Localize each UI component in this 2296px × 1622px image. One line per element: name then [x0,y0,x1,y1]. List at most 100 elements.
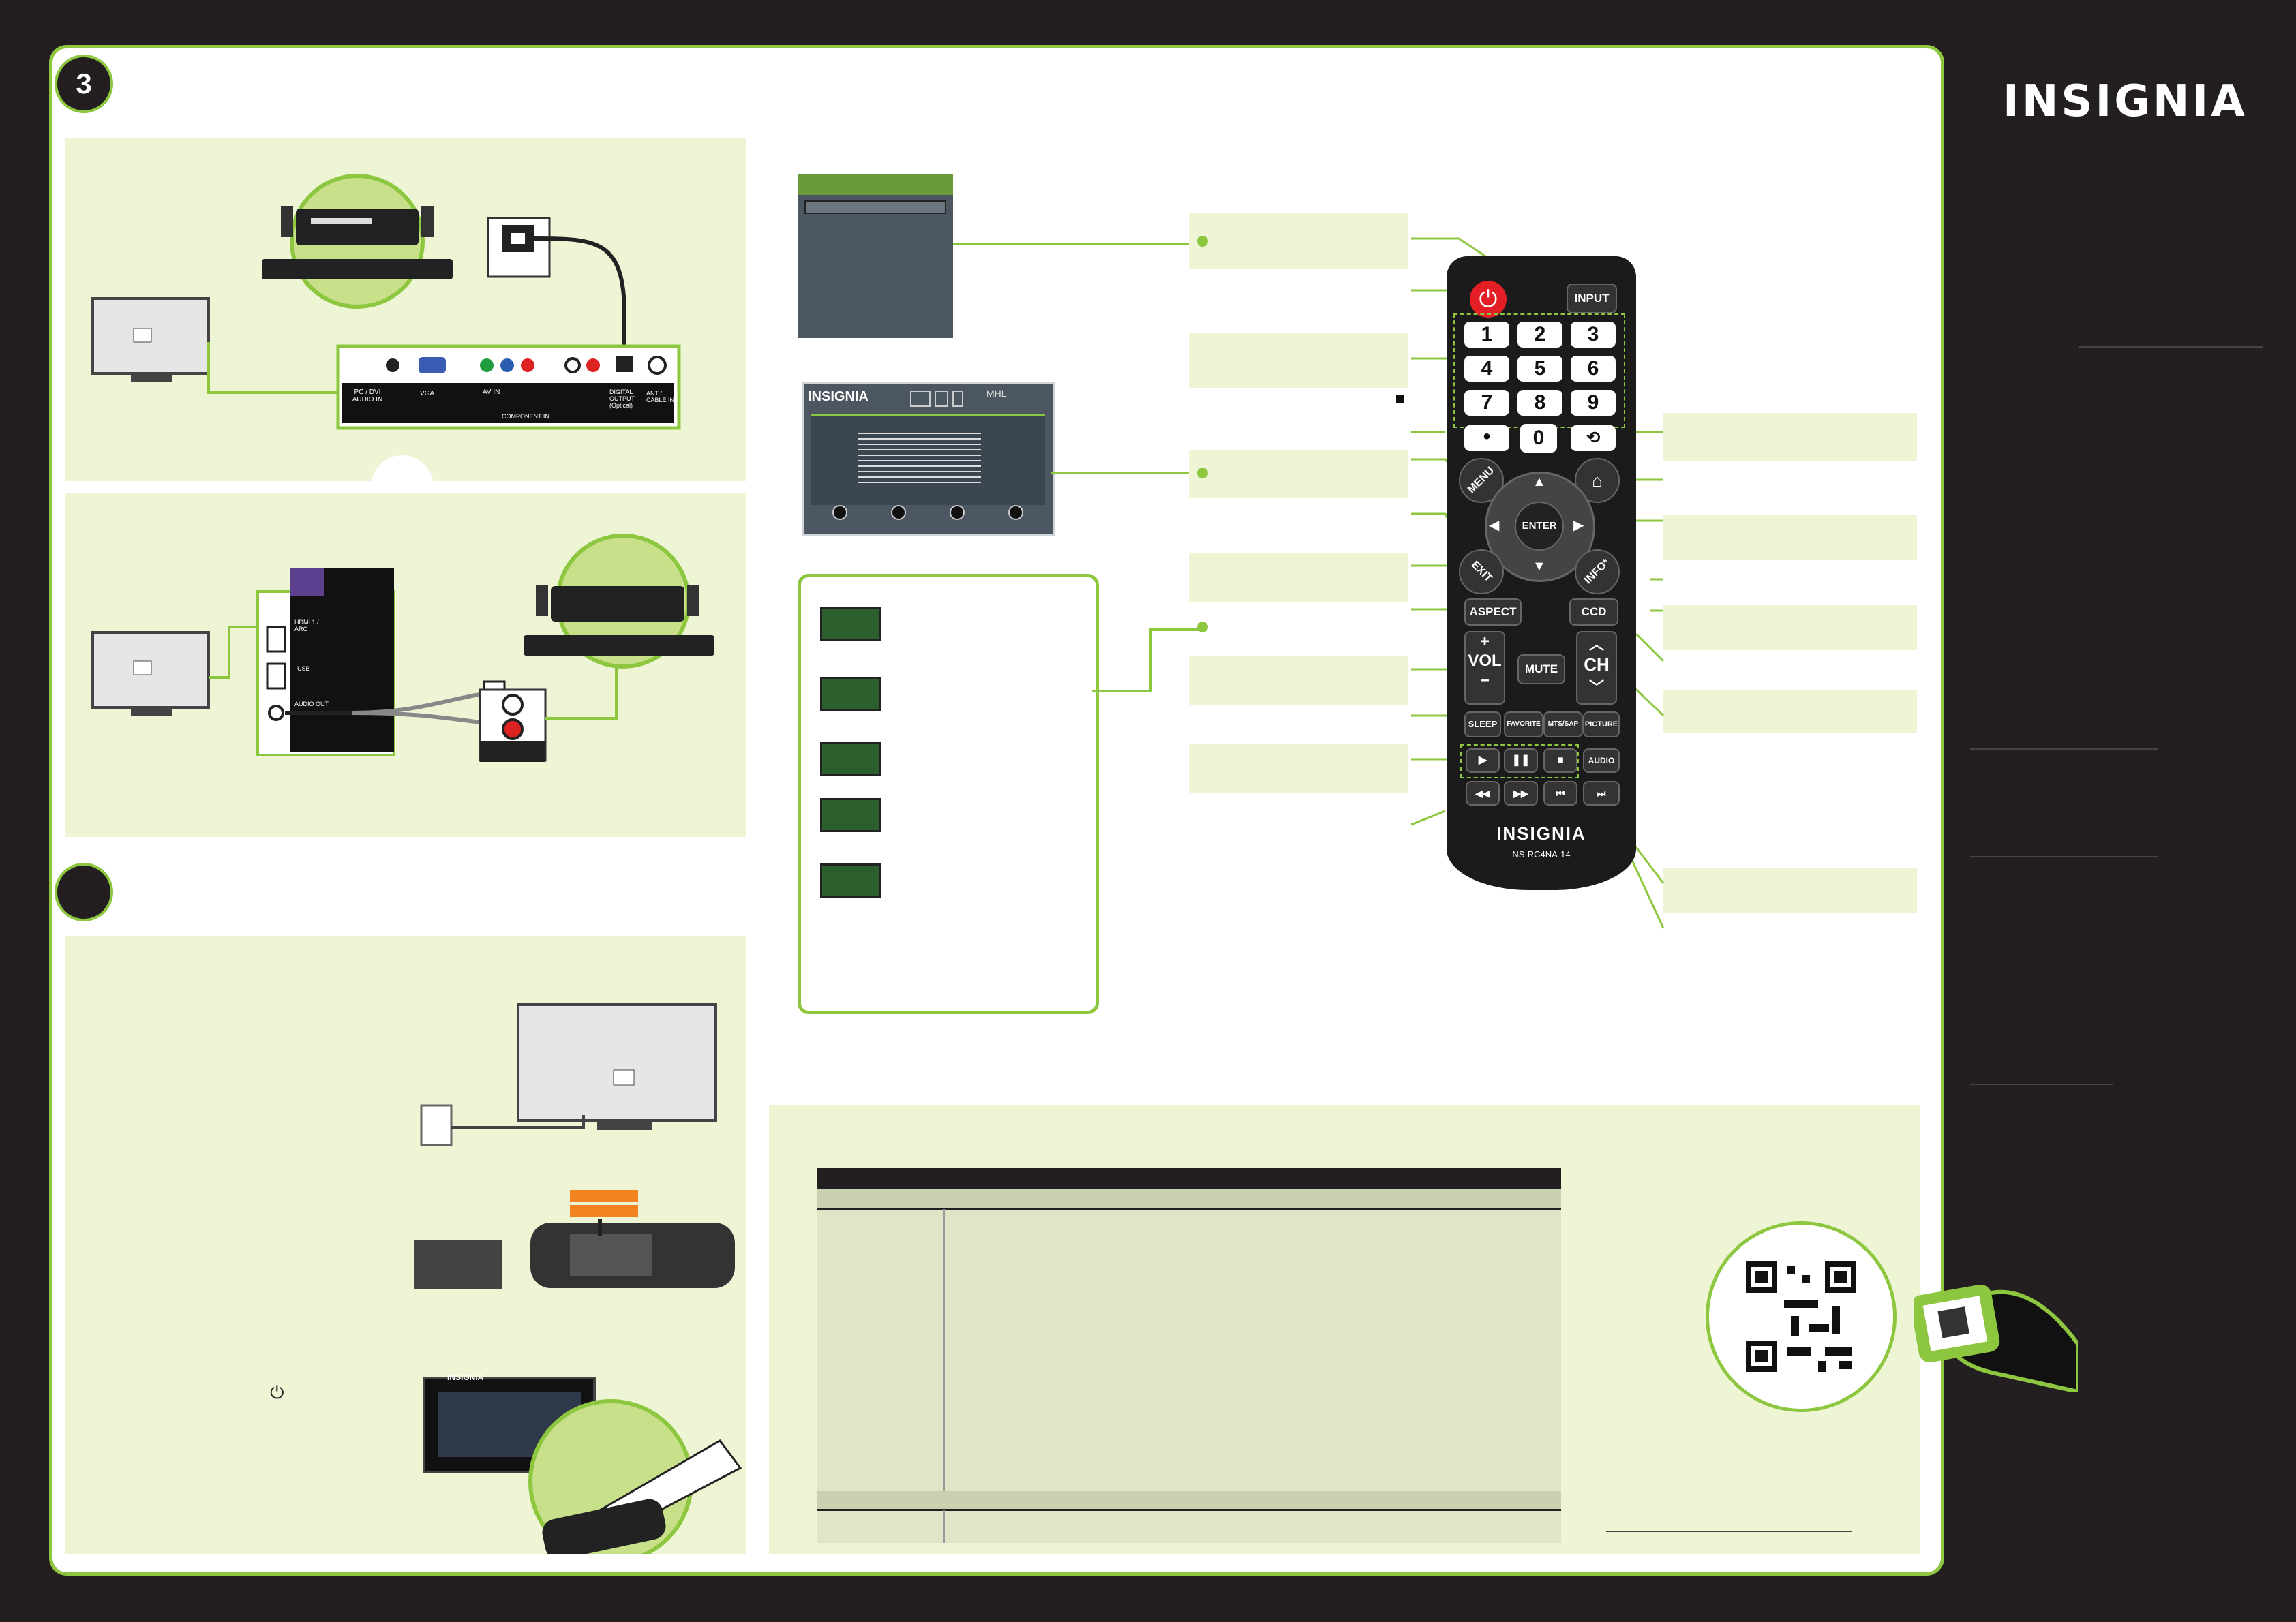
connector-line [953,243,1198,245]
mhl-label: MHL [986,388,1007,399]
digit-4-button[interactable]: 4 [1464,356,1509,382]
callout-exit [1189,553,1408,602]
callout-audio [1663,868,1917,913]
dpad [1485,472,1595,582]
fast-forward-button[interactable]: ▶▶ [1504,781,1538,806]
digit-5-button[interactable]: 5 [1517,356,1562,382]
callout-recall [1663,413,1917,461]
tv-osd-logo: INSIGNIA [447,1373,484,1382]
next-track-button[interactable]: ⏭ [1583,781,1620,806]
rule [1970,856,2158,857]
callout-info [1663,515,1917,560]
stop-button[interactable]: ■ [1543,748,1577,773]
input-button[interactable]: INPUT [1567,284,1617,313]
panel-optical: PC / DVI AUDIO IN VGA AV IN DIGITAL OUTP… [65,138,746,481]
component-label: COMPONENT IN [502,413,549,420]
enter-button[interactable]: ENTER [1515,502,1564,551]
callout-menu [1189,450,1408,498]
volume-down[interactable]: – [1480,671,1490,689]
playback-outline [1460,744,1579,778]
callout-playback [1189,744,1408,793]
osd-logo: INSIGNIA [808,389,868,404]
ccd-button[interactable]: CCD [1569,598,1618,626]
power-button[interactable]: ⏻ [1470,281,1507,318]
right-arrow-button[interactable]: ▶ [1573,518,1584,533]
qr-circle [1706,1221,1897,1412]
channel-down-icon[interactable]: ﹀ [1588,679,1604,696]
favorite-button[interactable]: FAVORITE [1504,711,1543,737]
connector-line [1051,472,1198,474]
setup-diagram [414,1003,742,1554]
digit-2-button[interactable]: 2 [1517,322,1562,348]
qr-code-icon [1743,1259,1859,1375]
digit-8-button[interactable]: 8 [1517,390,1562,416]
insignia-logo: INSIGNIA [2003,76,2248,127]
digit-6-button[interactable]: 6 [1571,356,1616,382]
jack-label-hdmi: HDMI 1 / ARC [294,619,319,632]
volume-rocker[interactable]: + VOL – [1464,631,1505,705]
small-square-marker [1396,395,1404,403]
picture-menu-icon [910,391,931,407]
audio-button[interactable]: AUDIO [1583,748,1620,773]
digit-0-button[interactable]: 0 [1520,424,1557,453]
panel-setup: INSIGNIA ⏻ [65,936,746,1554]
rule [2079,346,2263,348]
channels-menu-icon [952,391,963,407]
channel-up-icon[interactable]: ︿ [1588,636,1604,653]
picture-button[interactable]: PICTURE [1583,711,1620,737]
digit-1-button[interactable]: 1 [1464,322,1509,348]
aspect-thumb [820,742,881,776]
rewind-button[interactable]: ◀◀ [1466,781,1500,806]
menu-screen: INSIGNIA MHL [802,382,1055,536]
sleep-button[interactable]: SLEEP [1464,711,1501,737]
mute-button[interactable]: MUTE [1517,654,1565,684]
previous-track-button[interactable]: ⏮ [1543,781,1577,806]
channel-label: CH [1584,654,1610,675]
remote-brand: INSIGNIA [1496,823,1586,844]
digit-9-button[interactable]: 9 [1571,390,1616,416]
jack-label-usb: USB [297,665,310,672]
step-3-marker: 3 [55,55,113,113]
pause-button[interactable]: ❚❚ [1504,748,1538,773]
rule [1970,748,2158,750]
aspect-connector [1092,628,1201,692]
jack-label-pc-audio: PC / DVI AUDIO IN [352,388,383,403]
jack-label-optical: DIGITAL OUTPUT (Optical) [609,388,635,409]
mts-sap-button[interactable]: MTS/SAP [1543,711,1583,737]
callout-numbers [1189,333,1408,388]
recall-button[interactable]: ⟲ [1571,425,1616,451]
panel-analog: HDMI 1 / ARC USB AUDIO OUT [65,493,746,837]
channel-rocker[interactable]: ︿ CH ﹀ [1576,631,1617,705]
rule [1606,1531,1852,1532]
optical-diagram [91,174,681,430]
aspect-panel [798,574,1099,1014]
aspect-thumb [820,798,881,832]
jack-label-vga: VGA [420,390,435,397]
power-icon: ⏻ [270,1382,284,1403]
up-arrow-button[interactable]: ▲ [1532,474,1546,489]
volume-up[interactable]: + [1479,632,1490,651]
digit-3-button[interactable]: 3 [1571,322,1616,348]
dot-button[interactable]: • [1464,425,1509,451]
troubleshooting-panel [769,1105,2078,1554]
jack-label-av-in: AV IN [483,388,500,396]
aspect-button[interactable]: ASPECT [1464,598,1522,626]
volume-label: VOL [1468,652,1502,670]
play-button[interactable]: ▶ [1466,748,1500,773]
input-source-screen [798,174,953,338]
troubleshooting-table [817,1168,1561,1543]
aspect-thumb [820,607,881,641]
aspect-thumb [820,863,881,898]
callout-ccd [1663,605,1917,650]
step-4-marker [55,863,113,921]
down-arrow-button[interactable]: ▼ [1532,559,1546,574]
aspect-thumb [820,677,881,711]
rule [1970,1084,2113,1085]
hand-phone-illustration [1914,1284,2078,1392]
digit-7-button[interactable]: 7 [1464,390,1509,416]
jack-label-ant: ANT / CABLE IN [646,390,675,403]
callout-input [1189,213,1408,269]
callout-volume [1189,656,1408,705]
jack-label-audio-out: AUDIO OUT [294,701,329,707]
left-arrow-button[interactable]: ◀ [1489,518,1500,533]
